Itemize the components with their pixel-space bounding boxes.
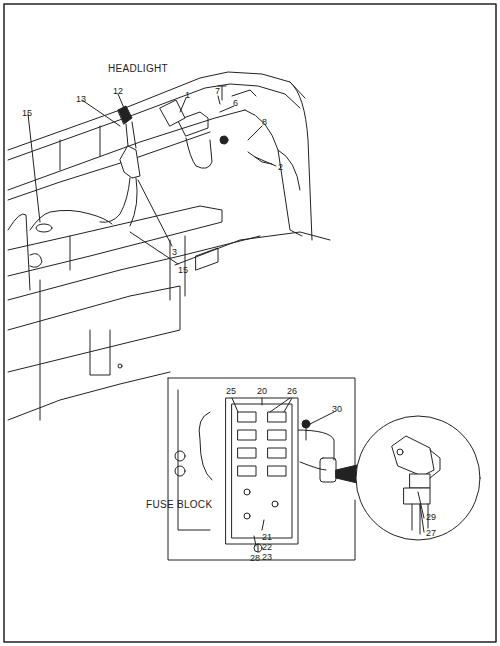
callout-number: 12 xyxy=(113,86,123,96)
callout-number: 6 xyxy=(233,98,238,108)
callout-number: 25 xyxy=(226,386,236,396)
callout-number: 2 xyxy=(278,162,283,172)
section-label: HEADLIGHT xyxy=(108,64,168,74)
callout-number: 20 xyxy=(257,386,267,396)
callout-number: 7 xyxy=(215,86,220,96)
callout-number: 21 xyxy=(262,532,272,542)
callout-number: 8 xyxy=(262,117,267,127)
section-label: FUSE BLOCK xyxy=(146,500,212,510)
callout-number: 1 xyxy=(185,90,190,100)
callout-number: 28 xyxy=(250,553,260,563)
callout-number: 22 xyxy=(262,542,272,552)
callout-number: 30 xyxy=(332,404,342,414)
callout-number: 23 xyxy=(262,552,272,562)
callout-number: 29 xyxy=(426,512,436,522)
callout-number: 26 xyxy=(287,386,297,396)
callout-number: 13 xyxy=(76,94,86,104)
callout-number: 27 xyxy=(426,528,436,538)
callout-number: 15 xyxy=(22,108,32,118)
callout-number: 3 xyxy=(172,247,177,257)
callout-number: 15 xyxy=(178,265,188,275)
